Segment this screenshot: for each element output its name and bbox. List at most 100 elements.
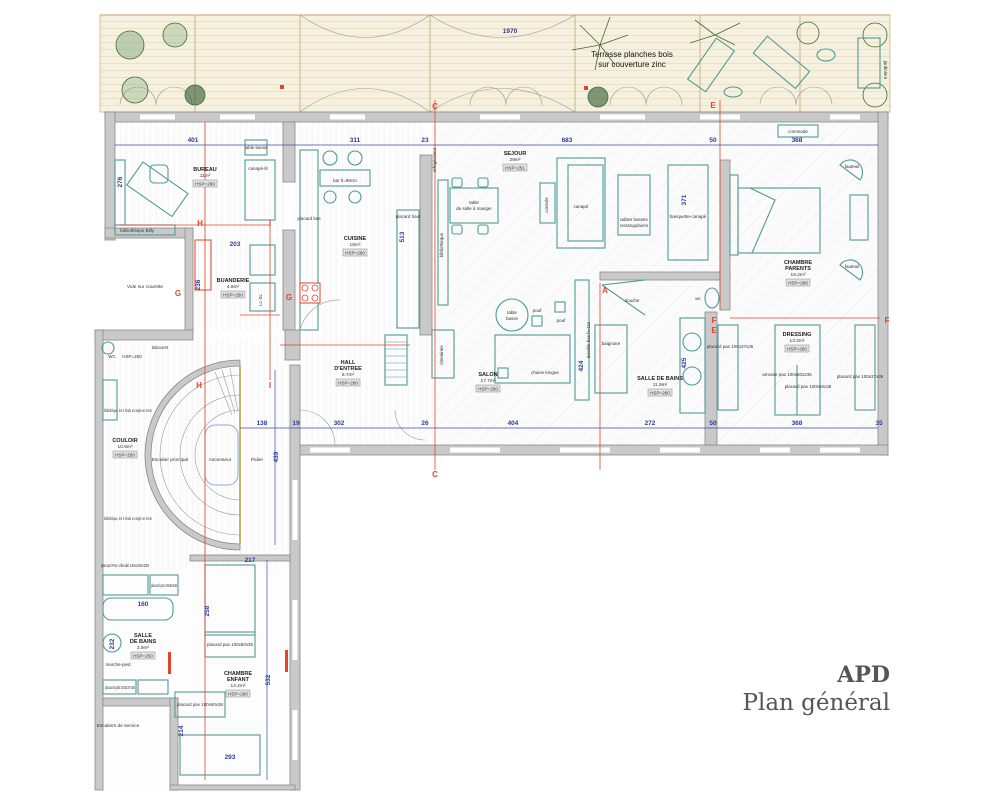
furniture-label: console: [544, 197, 549, 213]
room-ceiling-height: HSP=260: [228, 692, 248, 697]
drawing-title: Plan général: [742, 690, 891, 716]
furniture-label: placard pax 100x37x36: [707, 344, 754, 349]
terrace-label-line2: sur couverture zinc: [598, 60, 666, 69]
room-name: D'ENTREE: [334, 366, 362, 372]
room-buanderie: BUANDERIE 4.8m² HSP=250: [217, 278, 250, 299]
room-ceiling-height: HSP=260: [788, 281, 808, 286]
room-wc-hsp: HSP=250: [122, 354, 142, 359]
furniture-label: pouf: [533, 308, 543, 313]
dimension-label: 203: [230, 241, 241, 248]
room-ceiling-height: HSP=260: [195, 182, 215, 187]
section-lines: [120, 100, 880, 780]
room-chambre-enfant: CHAMBRE ENFANT 14.2m² HSP=260: [224, 671, 252, 698]
dimension-label: 214: [178, 725, 185, 736]
furniture-label: placard pax 100x60x36: [785, 384, 832, 389]
walls: [94, 111, 889, 791]
room-area: 4.8m²: [227, 284, 240, 290]
furniture-label: bar h=88cm: [333, 178, 357, 183]
room-name: PARENTS: [785, 266, 811, 272]
dimension-label: 368: [792, 137, 803, 144]
furniture-label: baignoire: [602, 341, 621, 346]
section-mark-e: E: [711, 326, 717, 335]
dimension-label: 302: [334, 420, 345, 427]
furniture-label: commode: [788, 129, 808, 134]
dimension-label: 26: [421, 420, 429, 427]
terrace: 1970 Terrasse planches bois sur couvertu…: [99, 14, 891, 113]
section-mark-e: E: [710, 101, 716, 110]
floors: [103, 122, 878, 790]
furniture: [101, 124, 876, 776]
furniture-label: table basse: [244, 145, 268, 150]
room-ascenseur: Ascenseur: [209, 457, 232, 463]
room-name: BUREAU: [193, 167, 217, 173]
dimension-label: 258: [204, 605, 211, 616]
room-sdb-enfant: SALLE DE BAINS 3.9m² HSP=250: [130, 633, 157, 660]
room-ceiling-height: HSP=260: [338, 381, 358, 386]
furniture-label: bibliothèque, les 2 fonds en angle en mi…: [104, 408, 152, 413]
dimension-label: 371: [681, 194, 688, 205]
furniture-label: LL-SL: [258, 294, 263, 307]
room-name: DE BAINS: [130, 639, 157, 645]
section-mark-i: I: [269, 381, 271, 390]
room-ceiling-height: HSP=260: [650, 391, 670, 396]
desk: [126, 161, 189, 218]
room-dressing: DRESSING 13.2m² HSP=260: [783, 332, 811, 353]
room-area: 8.7m²: [342, 372, 355, 378]
furniture-label: canapé: [574, 204, 589, 209]
room-name: CUISINE: [344, 236, 367, 242]
room-ceiling-height: HSP=251: [505, 166, 525, 171]
section-mark-h: H: [196, 381, 202, 390]
furniture-label: bibliothèque: [439, 232, 444, 257]
room-name: BUANDERIE: [217, 278, 250, 284]
section-mark-f: F: [885, 316, 890, 325]
furniture-label: meuble bas h=111: [586, 321, 591, 358]
room-name: CHAMBRE: [224, 671, 252, 677]
terrace-planter-label: jardinière: [883, 60, 888, 80]
room-hall: HALL D'ENTREE 8.7m² HSP=260: [334, 360, 362, 387]
room-area: 16m²: [350, 242, 361, 248]
bathtub-icon: [594, 324, 628, 394]
dimension-label: 232: [109, 638, 116, 649]
toilet-icon: [704, 287, 720, 309]
furniture-label: tabouret: [152, 345, 169, 350]
room-cuisine: CUISINE 16m² HSP=260: [342, 236, 368, 257]
room-area: 11.9m²: [653, 382, 668, 388]
section-mark-i: I: [269, 219, 271, 228]
section-mark-c: C: [432, 102, 438, 111]
dimension-label: 50: [709, 137, 717, 144]
room-area: 10.6m²: [118, 444, 133, 450]
dimension-label: 401: [188, 137, 199, 144]
sun-lounger-icon: [686, 35, 881, 98]
furniture-label: basse: [506, 316, 519, 321]
furniture-label: bibliothèque Billy: [120, 228, 155, 233]
furniture-label: fauteuil: [845, 264, 860, 269]
section-mark-h: H: [197, 219, 203, 228]
dimension-label: 138: [257, 420, 268, 427]
furniture-label: bibliothèque, les 2 fonds en angle en mi…: [104, 516, 152, 521]
room-salle-de-bains: SALLE DE BAINS 11.9m² HSP=260: [637, 376, 683, 397]
terrace-width-dimension: 1970: [503, 28, 518, 35]
drawing-phase-code: APD: [837, 662, 890, 688]
room-ceiling-height: HSP=260: [478, 387, 498, 392]
furniture-label: placard bas: [297, 216, 321, 221]
dimension-label: 276: [117, 176, 124, 187]
room-ceiling-height: HSP=250: [133, 654, 153, 659]
room-area: 13.2m²: [790, 338, 805, 344]
room-name: CHAMBRE: [784, 260, 812, 266]
dimension-label: 217: [245, 557, 256, 564]
section-marker: [280, 85, 284, 89]
furniture-labels: table de salle à manger canapé console t…: [101, 129, 884, 707]
section-mark-a: A: [602, 286, 608, 295]
furniture-label: placard Pax Vikedal 160x160x236: [101, 563, 149, 568]
room-name: ENFANT: [227, 677, 250, 683]
section-marks: A C C E E F F G G H H I I: [175, 101, 890, 479]
section-mark-f: F: [712, 316, 717, 325]
room-palier: Palier: [251, 457, 264, 463]
dimension-label: 404: [508, 420, 519, 427]
dimension-label: 368: [792, 420, 803, 427]
furniture-label: placard pax 100x60x36: [207, 642, 253, 647]
room-escaliers-de-service: Escaliers de service: [97, 723, 140, 729]
furniture-label: table: [469, 200, 479, 205]
dimension-label: 424: [578, 360, 585, 371]
room-labels: BUREAU 11m² HSP=260 CUISINE 16m² HSP=260…: [97, 151, 813, 729]
